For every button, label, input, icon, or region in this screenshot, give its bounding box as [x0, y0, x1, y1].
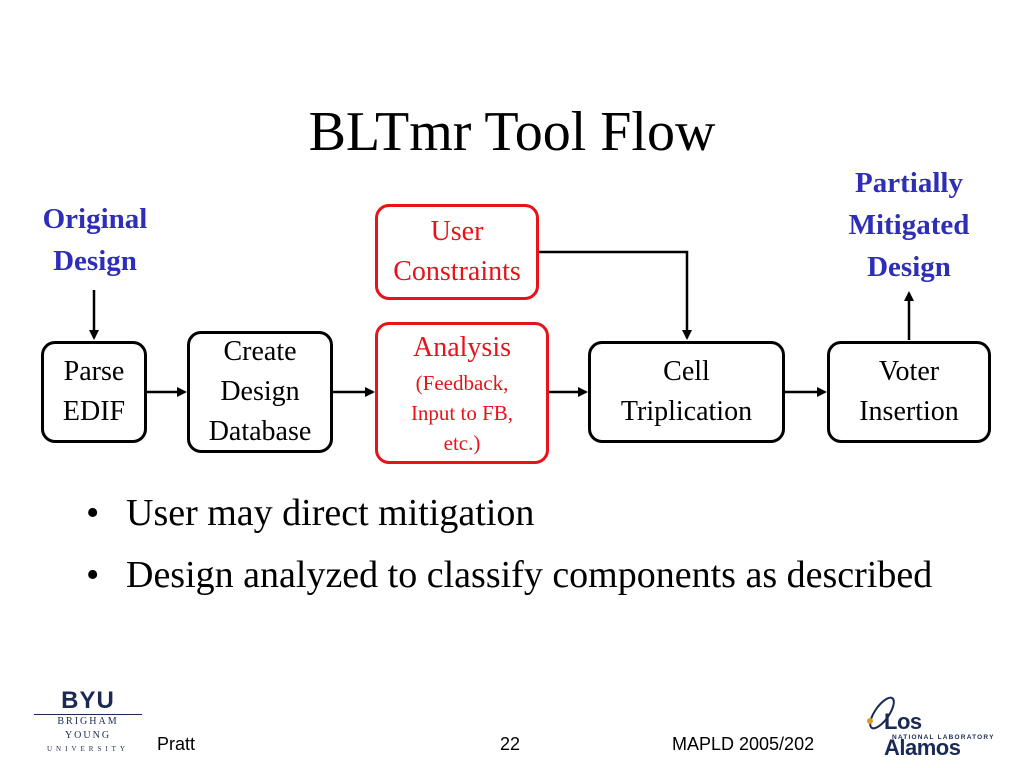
analysis-line3: Input to FB, [410, 401, 514, 425]
footer-page-number: 22 [500, 734, 521, 754]
partially-mitigated-design-label: Partially Mitigated Design [826, 162, 992, 288]
footer-conference: MAPLD 2005/202 [672, 734, 815, 754]
arrow-constraints-to-cell [539, 250, 692, 340]
user-constraints-line2: Constraints [393, 256, 521, 287]
voter-line2: Insertion [859, 396, 959, 427]
analysis-line2: (Feedback, [415, 371, 509, 395]
byu-logo: BYU BRIGHAM YOUNG UNIVERSITY [34, 687, 142, 753]
create-design-database-box: Create Design Database [187, 331, 333, 453]
user-constraints-box: User Constraints [375, 204, 539, 300]
los-alamos-logo: Los Alamos NATIONAL LABORATORY [862, 693, 1002, 760]
bullet-dot: • [86, 554, 100, 596]
slide-title: BLTmr Tool Flow [308, 101, 716, 163]
analysis-line1: Analysis [413, 332, 511, 363]
los-alamos-wordmark: Los Alamos [884, 709, 961, 760]
bullet-item: • User may direct mitigation [86, 490, 966, 536]
cell-line2: Triplication [620, 396, 753, 427]
byu-logo-subtitle: BRIGHAM YOUNG [34, 714, 142, 743]
original-design-label-line1: Original [42, 203, 148, 235]
output-label-line1: Partially [855, 167, 963, 199]
bullet-dot: • [86, 492, 100, 534]
bullet-list: • User may direct mitigation • Design an… [86, 490, 966, 614]
original-design-label: Original Design [18, 198, 172, 282]
parse-edif-line2: EDIF [62, 396, 126, 427]
parse-edif-line1: Parse [63, 356, 125, 387]
atom-icon [867, 696, 895, 730]
footer-author: Pratt [157, 734, 196, 754]
parse-edif-box: Parse EDIF [41, 341, 147, 443]
original-design-label-line2: Design [53, 245, 137, 277]
analysis-line4: etc.) [443, 431, 481, 455]
bullet-text: User may direct mitigation [126, 492, 535, 534]
byu-logo-wordmark: BYU [61, 687, 115, 714]
create-line3: Database [208, 416, 312, 447]
bullet-text: Design analyzed to classify components a… [126, 554, 933, 596]
voter-line1: Voter [878, 356, 940, 387]
voter-insertion-box: Voter Insertion [827, 341, 991, 443]
create-line1: Create [223, 336, 297, 367]
analysis-box: Analysis (Feedback, Input to FB, etc.) [375, 322, 549, 464]
byu-logo-university: UNIVERSITY [47, 745, 129, 753]
los-alamos-subtitle: NATIONAL LABORATORY [892, 734, 995, 741]
output-label-line2: Mitigated [848, 209, 970, 241]
create-line2: Design [220, 376, 300, 407]
output-label-line3: Design [867, 251, 951, 283]
user-constraints-line1: User [430, 216, 484, 247]
bullet-item: • Design analyzed to classify components… [86, 552, 966, 598]
cell-line1: Cell [663, 356, 710, 387]
cell-triplication-box: Cell Triplication [588, 341, 785, 443]
